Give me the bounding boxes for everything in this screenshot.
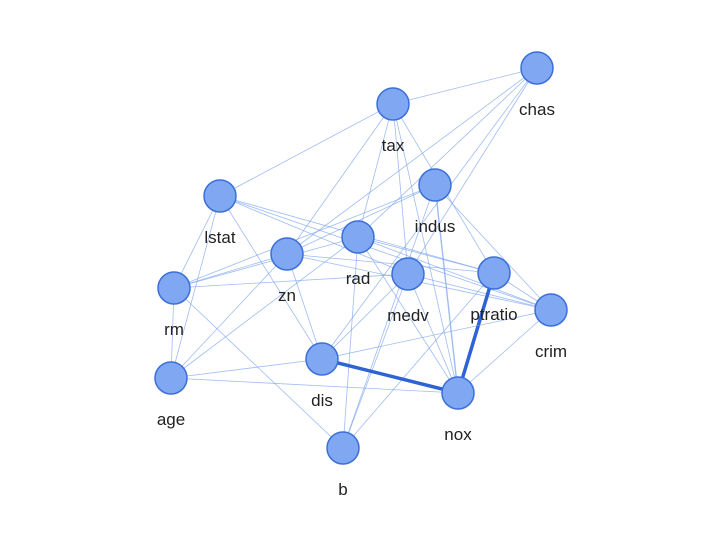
nodes-layer: chas tax indus lstat rad zn medv ptratio rm crim d… <box>154 51 568 499</box>
edge-medv-nox <box>407 273 459 394</box>
edge-chas-medv <box>407 67 538 275</box>
edge-chas-dis <box>321 67 538 360</box>
node-circle[interactable] <box>305 342 339 376</box>
node-age[interactable]: age <box>154 361 188 429</box>
edge-tax-zn <box>286 103 394 255</box>
node-indus[interactable]: indus <box>415 168 456 236</box>
node-label: lstat <box>204 228 235 247</box>
edge-tax-nox <box>392 103 459 394</box>
edge-chas-zn <box>286 67 538 255</box>
edge-indus-nox <box>434 184 459 394</box>
node-b[interactable]: b <box>326 431 360 499</box>
node-zn[interactable]: zn <box>270 237 304 305</box>
node-nox[interactable]: nox <box>441 376 475 444</box>
node-tax[interactable]: tax <box>376 87 410 155</box>
node-label: b <box>338 480 347 499</box>
node-circle[interactable] <box>391 257 425 291</box>
edge-chas-rad <box>357 67 538 238</box>
edge-dis-nox <box>321 357 459 395</box>
edge-zn-rm <box>173 253 288 289</box>
edge-rad-b <box>342 236 359 449</box>
edge-lstat-dis <box>219 195 323 360</box>
edge-rad-ptratio <box>357 236 495 274</box>
node-circle[interactable] <box>341 220 375 254</box>
edge-rm-b <box>173 287 344 449</box>
node-circle[interactable] <box>376 87 410 121</box>
node-label: dis <box>311 391 333 410</box>
edge-zn-ptratio <box>286 253 495 274</box>
node-rad[interactable]: rad <box>341 220 375 288</box>
edge-indus-rm <box>173 184 436 289</box>
node-dis[interactable]: dis <box>305 342 339 410</box>
node-circle[interactable] <box>520 51 554 85</box>
node-label: zn <box>278 286 296 305</box>
node-lstat[interactable]: lstat <box>203 179 237 247</box>
edge-medv-rm <box>173 273 409 289</box>
edge-tax-chas <box>392 67 538 105</box>
edge-rad-nox <box>357 236 459 394</box>
edge-lstat-crim <box>219 195 552 311</box>
node-label: ptratio <box>470 305 517 324</box>
node-label: crim <box>535 342 567 361</box>
node-label: age <box>157 410 185 429</box>
node-circle[interactable] <box>534 293 568 327</box>
node-rm[interactable]: rm <box>157 271 191 339</box>
edge-indus-crim <box>434 184 552 311</box>
node-label: indus <box>415 217 456 236</box>
edge-rad-age <box>170 236 359 379</box>
node-chas[interactable]: chas <box>519 51 555 119</box>
node-circle[interactable] <box>203 179 237 213</box>
edge-medv-dis <box>321 273 409 360</box>
node-ptratio[interactable]: ptratio <box>470 256 518 324</box>
edge-crim-dis <box>321 309 552 360</box>
edge-age-nox <box>170 377 459 394</box>
node-medv[interactable]: medv <box>387 257 429 325</box>
edge-lstat-rm <box>173 195 221 289</box>
edge-ptratio-b <box>342 272 495 449</box>
node-circle[interactable] <box>270 237 304 271</box>
edge-medv-b <box>342 273 409 449</box>
edge-ptratio-nox <box>456 272 496 394</box>
node-label: rad <box>346 269 371 288</box>
node-label: nox <box>444 425 472 444</box>
edge-indus-zn <box>286 184 436 255</box>
node-label: rm <box>164 320 184 339</box>
node-label: tax <box>382 136 405 155</box>
edge-tax-rad <box>357 103 394 238</box>
node-crim[interactable]: crim <box>534 293 568 361</box>
edge-crim-nox <box>457 309 552 394</box>
edge-rad-rm <box>173 236 359 289</box>
node-circle[interactable] <box>157 271 191 305</box>
edge-lstat-medv <box>219 195 409 275</box>
edge-zn-age <box>170 253 288 379</box>
edge-medv-crim <box>407 273 552 311</box>
node-circle[interactable] <box>326 431 360 465</box>
edge-indus-b <box>342 184 436 449</box>
edge-tax-lstat <box>219 103 394 197</box>
node-circle[interactable] <box>418 168 452 202</box>
edge-dis-age <box>170 358 323 379</box>
node-circle[interactable] <box>477 256 511 290</box>
node-label: chas <box>519 100 555 119</box>
node-circle[interactable] <box>441 376 475 410</box>
edges-layer <box>170 67 552 449</box>
edge-rad-crim <box>357 236 552 311</box>
node-circle[interactable] <box>154 361 188 395</box>
edge-zn-dis <box>286 253 323 360</box>
node-label: medv <box>387 306 429 325</box>
